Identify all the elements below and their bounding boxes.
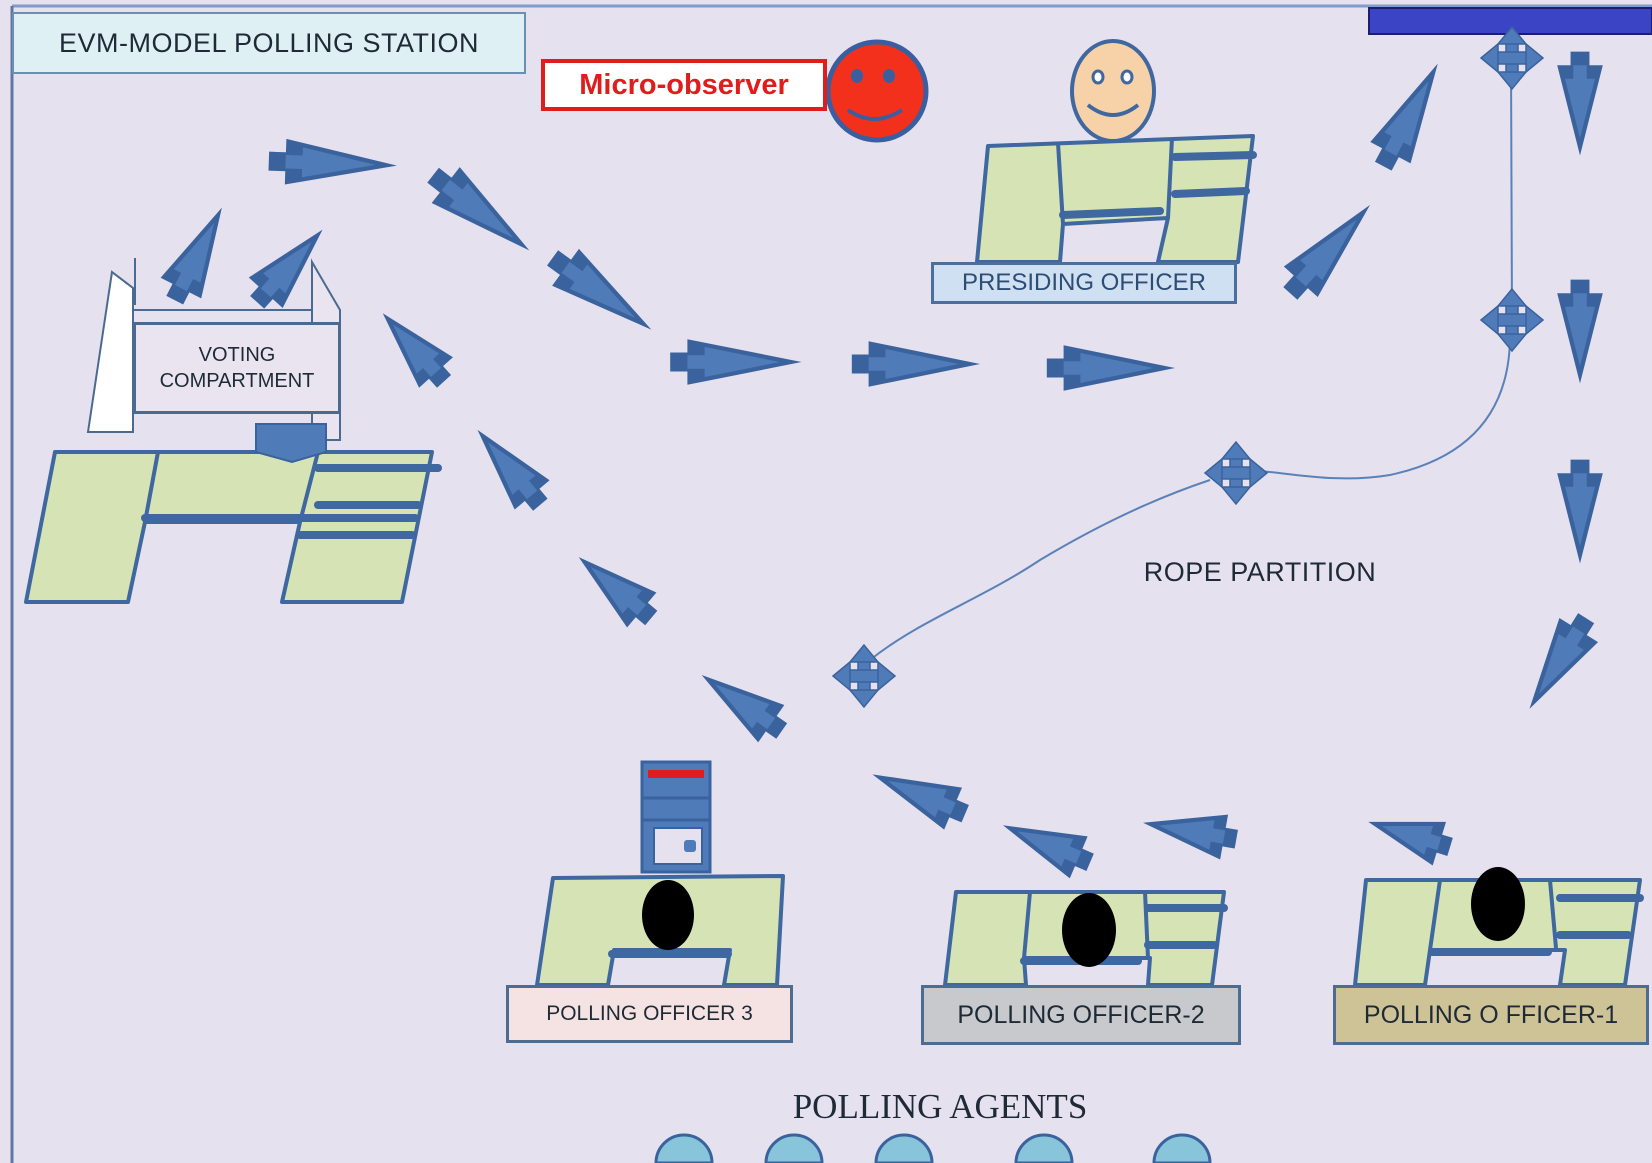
flow-arrow: [1561, 58, 1599, 146]
flow-arrow: [1518, 614, 1598, 711]
flow-arrow: [1561, 286, 1599, 374]
polling-agent: [874, 1133, 934, 1163]
move-cross-icon: [1480, 288, 1544, 352]
flow-arrow: [1003, 811, 1092, 877]
move-cross-icon: [1204, 441, 1268, 505]
flow-arrow: [468, 424, 550, 512]
flow-arrow: [1148, 806, 1234, 857]
flow-arrow: [573, 548, 659, 629]
flow-arrow: [1055, 349, 1164, 387]
smiley-face-icon: [1070, 39, 1156, 143]
flow-arrow: [860, 345, 969, 383]
polling-agents-label: POLLING AGENTS: [792, 1087, 1088, 1126]
presiding-officer-desk: [975, 134, 1257, 264]
flow-arrow: [679, 343, 791, 381]
micro-observer-label: Micro-observer: [541, 59, 827, 111]
polling-agent: [764, 1133, 824, 1163]
polling-officer-1-desk: [1353, 867, 1644, 987]
polling-officer-1-label: POLLING O FFICER-1: [1333, 985, 1649, 1045]
flow-arrow: [374, 306, 454, 389]
smiley-red-icon: [825, 39, 929, 143]
presiding-officer-label: PRESIDING OFFICER: [931, 262, 1237, 304]
voting-compartment-line1: VOTING: [198, 344, 276, 366]
flow-arrow: [277, 143, 387, 185]
polling-agent: [1152, 1133, 1212, 1163]
polling-officer-3-desk: [535, 874, 785, 987]
flow-arrow: [697, 664, 787, 743]
polling-officer-2-desk: [943, 890, 1228, 987]
move-cross-icon: [1480, 26, 1544, 90]
flow-arrow: [1370, 806, 1451, 863]
page-title: EVM-MODEL POLLING STATION: [12, 12, 526, 74]
flow-arrow: [548, 247, 654, 339]
move-cross-icon: [832, 644, 896, 708]
flow-arrow: [1370, 63, 1450, 168]
flow-arrow: [161, 207, 235, 303]
voting-compartment-line2: COMPARTMENT: [159, 370, 315, 392]
polling-officer-3-label: POLLING OFFICER 3: [506, 985, 793, 1043]
flow-arrow: [1561, 466, 1599, 554]
polling-agent: [1014, 1133, 1074, 1163]
polling-agent: [654, 1133, 714, 1163]
evm-unit-icon: [640, 760, 712, 874]
flow-arrow: [1282, 200, 1378, 301]
voting-desk: [24, 423, 442, 604]
flow-arrow: [428, 165, 533, 259]
flow-arrow: [873, 760, 967, 828]
polling-officer-2-label: POLLING OFFICER-2: [921, 985, 1241, 1045]
rope-partition-line: [869, 59, 1513, 661]
voting-compartment-label: VOTING COMPARTMENT: [133, 322, 341, 414]
rope-partition-label: ROPE PARTITION: [1143, 556, 1377, 587]
